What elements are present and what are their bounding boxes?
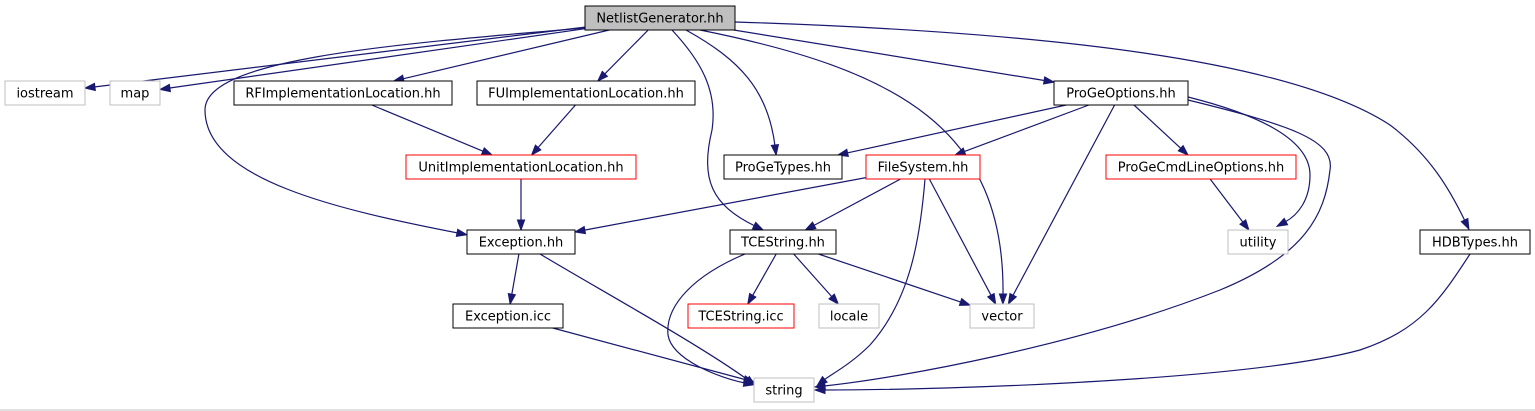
node-label: vector — [981, 310, 1023, 325]
edge-hdbtypes-to-string — [813, 253, 1471, 395]
node-unitimplementationlocation[interactable]: UnitImplementationLocation.hh — [405, 154, 637, 180]
node-label: UnitImplementationLocation.hh — [418, 161, 623, 176]
node-label: map — [121, 87, 150, 102]
node-label: ProGeOptions.hh — [1066, 87, 1175, 102]
edge-unitimpl-to-exception — [516, 179, 526, 232]
node-label: iostream — [16, 87, 73, 102]
node-label: utility — [1240, 236, 1277, 251]
edge-rfimpl-to-unitimpl — [371, 104, 494, 156]
edge-progeoptions-to-progetypes — [836, 104, 1067, 157]
edge-filesystem-to-exception — [573, 177, 867, 235]
edge-netlistgenerator-to-map — [158, 28, 586, 93]
node-locale[interactable]: locale — [818, 303, 880, 329]
edge-netlistgenerator-to-tcestring — [671, 29, 765, 231]
arrowhead — [83, 82, 96, 92]
arrowhead — [507, 292, 517, 306]
arrowhead — [1460, 217, 1470, 231]
node-hdbtypes[interactable]: HDBTypes.hh — [1419, 229, 1531, 255]
edge-netlistgenerator-to-iostream — [83, 26, 586, 92]
arrowhead — [986, 292, 997, 306]
arrowhead — [1007, 292, 1018, 306]
arrowhead — [813, 385, 826, 395]
node-progeoptions[interactable]: ProGeOptions.hh — [1053, 80, 1189, 106]
edge-filesystem-to-string — [815, 178, 926, 387]
node-label: HDBTypes.hh — [1432, 236, 1518, 251]
node-string[interactable]: string — [753, 377, 815, 403]
node-tcestring-icc[interactable]: TCEString.icc — [687, 303, 795, 329]
node-label: TCEString.icc — [697, 310, 783, 325]
arrowhead — [516, 219, 526, 232]
edge-exceptionicc-to-string — [552, 327, 756, 384]
node-rfimplementationlocation[interactable]: RFImplementationLocation.hh — [233, 80, 453, 106]
edge-netlistgenerator-to-hdbtypes — [734, 21, 1470, 231]
arrowhead — [828, 293, 840, 306]
node-label: locale — [830, 310, 868, 325]
arrowhead — [158, 83, 172, 93]
node-label: ProGeTypes.hh — [735, 161, 831, 176]
arrowhead — [1177, 144, 1190, 157]
edge-netlistgenerator-to-vector — [699, 29, 1008, 306]
edge-progecmdline-to-utility — [1209, 178, 1250, 232]
edge-netlistgenerator-to-progeoptions — [733, 29, 1056, 85]
bottom-rule — [0, 409, 1535, 411]
edge-exception-to-exceptionicc — [507, 253, 520, 306]
edge-tcestring-to-locale — [793, 253, 840, 306]
edge-tcestring-to-tcestringicc — [747, 253, 777, 306]
node-label: string — [765, 384, 802, 399]
edge-progeoptions-to-utility — [1187, 96, 1311, 227]
node-exception[interactable]: Exception.hh — [466, 229, 576, 255]
edge-tcestring-to-vector — [818, 253, 972, 306]
node-netlistgenerator[interactable]: NetlistGenerator.hh — [584, 5, 736, 31]
node-label: RFImplementationLocation.hh — [245, 87, 440, 102]
arrowhead — [958, 297, 972, 306]
node-progecmdlineoptions[interactable]: ProGeCmdLineOptions.hh — [1105, 154, 1297, 180]
edge-progeoptions-to-filesystem — [953, 104, 1090, 156]
arrowhead — [804, 221, 817, 231]
node-utility[interactable]: utility — [1227, 229, 1289, 255]
nodes-layer: NetlistGenerator.hh iostream map RFImple… — [4, 5, 1531, 403]
arrowhead — [530, 144, 542, 157]
node-vector[interactable]: vector — [969, 303, 1035, 329]
edge-progeoptions-to-progecmdline — [1133, 104, 1190, 157]
node-label: TCEString.hh — [740, 236, 825, 251]
edges-layer — [83, 21, 1471, 395]
node-label: ProGeCmdLineOptions.hh — [1118, 161, 1285, 176]
node-progetypes[interactable]: ProGeTypes.hh — [723, 154, 843, 180]
arrowhead — [1042, 76, 1056, 85]
arrowhead — [1275, 217, 1289, 227]
node-map[interactable]: map — [109, 80, 161, 106]
arrowhead — [770, 143, 780, 157]
arrowhead — [480, 146, 494, 156]
arrowhead — [815, 375, 828, 387]
node-iostream[interactable]: iostream — [4, 80, 86, 106]
node-filesystem[interactable]: FileSystem.hh — [865, 154, 981, 180]
arrowhead — [742, 375, 756, 384]
node-label: FUImplementationLocation.hh — [488, 87, 684, 102]
node-fuimplementationlocation[interactable]: FUImplementationLocation.hh — [476, 80, 696, 106]
node-tcestring[interactable]: TCEString.hh — [729, 229, 837, 255]
arrowhead — [455, 228, 469, 237]
edge-fuimpl-to-unitimpl — [530, 104, 576, 157]
node-label: NetlistGenerator.hh — [596, 12, 723, 27]
arrowhead — [596, 70, 609, 83]
arrowhead — [751, 221, 765, 231]
node-exception-icc[interactable]: Exception.icc — [452, 303, 564, 329]
edge-netlistgenerator-to-fuimpl — [596, 29, 649, 83]
edge-filesystem-to-vector — [928, 178, 997, 306]
edge-netlistgenerator-to-progetypes — [685, 29, 780, 157]
node-label: Exception.icc — [465, 310, 551, 325]
arrowhead — [998, 293, 1008, 306]
arrowhead — [1239, 219, 1250, 232]
node-label: Exception.hh — [479, 236, 564, 251]
node-label: FileSystem.hh — [878, 161, 969, 176]
arrowhead — [573, 225, 587, 235]
edge-filesystem-to-tcestring — [804, 178, 901, 231]
edge-progeoptions-to-vector — [1007, 104, 1116, 306]
arrowhead — [747, 292, 757, 306]
edge-netlistgenerator-to-exception — [204, 27, 586, 237]
